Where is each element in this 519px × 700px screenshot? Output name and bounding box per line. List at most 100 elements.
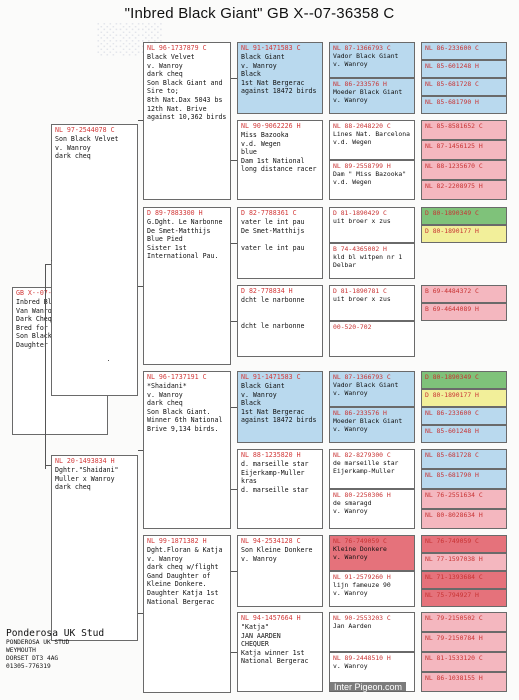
- ring-number: NL 79-2150502 C: [425, 614, 483, 622]
- ring-number: NL 85-601248 H: [425, 62, 479, 70]
- bird-description: Black Velvet v. Wanroy dark cheq Son Bla…: [147, 53, 227, 122]
- ring-number: NL 86-233576 H: [333, 409, 387, 417]
- gen6-bird: NL 71-1393684 C: [421, 571, 507, 589]
- gen6-bird: NL 77-1597038 H: [421, 553, 507, 571]
- ring-number: D 81-1890429 C: [333, 209, 387, 217]
- bird-description: *Shaidani* v. Wanroy dark cheq Son Black…: [147, 382, 223, 433]
- bird-description: Dam " Miss Bazooka" v.d. Wegen: [333, 170, 407, 186]
- bird-description: Son Kleine Donkere v. Wanroy: [241, 546, 313, 563]
- ring-number: NL 91-1471583 C: [241, 44, 301, 52]
- connector-line: [108, 360, 109, 361]
- connector-line: [138, 450, 143, 451]
- ring-number: D 80-1890349 C: [425, 373, 479, 381]
- gen6-bird: NL 88-1235670 C: [421, 160, 507, 180]
- bird-description: de marseille star Eijerkamp-Muller: [333, 459, 399, 475]
- ring-number: NL 85-601248 H: [425, 427, 479, 435]
- ring-number: D 81-1890781 C: [333, 287, 387, 295]
- connector-line: [231, 407, 237, 408]
- ring-number: NL 76-749059 C: [425, 537, 479, 545]
- gen6-bird: NL 86-233600 C: [421, 407, 507, 425]
- gen6-bird: NL 85-8581652 C: [421, 120, 507, 140]
- ring-number: D 89-7883300 H: [147, 209, 203, 217]
- ring-number: NL 86-233600 C: [425, 44, 479, 52]
- grandparent-bird: NL 96-1737191 C*Shaidani* v. Wanroy dark…: [143, 371, 231, 529]
- connector-line: [231, 321, 237, 322]
- bird-description: vater le int pau De Smet-Matthijs vater …: [241, 218, 305, 252]
- gen6-bird: NL 86-1038155 H: [421, 672, 507, 692]
- ring-number: NL 85-681790 H: [425, 471, 479, 479]
- gen6-bird: NL 76-749059 C: [421, 535, 507, 553]
- bird-description: Moeder Black Giant v. Wanroy: [333, 417, 403, 433]
- ring-number: NL 76-2551634 C: [425, 491, 483, 499]
- ring-number: NL 96-1737879 C: [147, 44, 207, 52]
- ring-number: NL 86-233576 H: [333, 80, 387, 88]
- bird-description: Miss Bazooka v.d. Wegen blue Dam 1st Nat…: [241, 131, 317, 174]
- ring-number: NL 86-233600 C: [425, 409, 479, 417]
- connector-line: [231, 160, 237, 161]
- connector-line: [138, 120, 143, 121]
- ring-number: NL 97-2544078 C: [55, 126, 115, 134]
- ring-number: NL 85-681728 C: [425, 451, 479, 459]
- gen5-bird: 00-520-702: [329, 321, 415, 357]
- ring-number: D 82-7788361 C: [241, 209, 297, 217]
- ring-number: NL 76-749059 C: [333, 537, 387, 545]
- ring-number: NL 80-8028634 H: [425, 511, 483, 519]
- address-line: WEYMOUTH: [6, 647, 36, 654]
- watermark: Inter Pigeon.com: [330, 682, 407, 692]
- stud-name: Ponderosa UK Stud: [6, 628, 105, 639]
- great-grandparent-bird: NL 94-1457664 H"Katja" JAN AARDEN CHEQUE…: [237, 612, 323, 692]
- bird-description: uit broer x zus: [333, 295, 391, 303]
- gen6-bird: D 80-1890349 C: [421, 371, 507, 389]
- bird-description: Jan Aarden: [333, 622, 372, 630]
- connector-line: [138, 613, 143, 614]
- connector-line: [231, 243, 237, 244]
- bird-description: "Katja" JAN AARDEN CHEQUER Katja winner …: [241, 623, 309, 666]
- connector-line: [45, 264, 51, 265]
- bird-description: Black Giant v. Wanroy Black 1st Nat Berg…: [241, 53, 317, 96]
- bird-description: uit broer x zus: [333, 217, 391, 225]
- ring-number: NL 88-1235820 H: [241, 451, 301, 459]
- gen6-bird: NL 87-1456125 H: [421, 140, 507, 160]
- ring-number: B 69-4644089 H: [425, 305, 479, 313]
- connector-line: [138, 286, 143, 287]
- gen6-bird: D 80-1890177 H: [421, 389, 507, 407]
- stud-address: Ponderosa UK Stud PONDEROSA UK STUD WEYM…: [6, 628, 104, 671]
- ring-number: NL 89-2448510 H: [333, 654, 391, 662]
- bird-description: G.Dght. Le Narbonne De Smet-Matthijs Blu…: [147, 218, 223, 261]
- ring-number: NL 94-2534128 C: [241, 537, 301, 545]
- phone-number: 01305-776319: [6, 663, 51, 670]
- ring-number: B 74-4365002 H: [333, 245, 387, 253]
- gen6-bird: NL 81-1533120 C: [421, 652, 507, 672]
- connector-line: [45, 465, 51, 466]
- ring-number: D 80-1890177 H: [425, 227, 479, 235]
- address-line: PONDEROSA UK STUD: [6, 639, 70, 646]
- ring-number: NL 94-1457664 H: [241, 614, 301, 622]
- ring-number: NL 85-681790 H: [425, 98, 479, 106]
- ring-number: NL 20-1493834 H: [55, 457, 115, 465]
- ring-number: D 80-1890349 C: [425, 209, 479, 217]
- gen6-bird: NL 85-681790 H: [421, 96, 507, 114]
- bird-description: lijn fameuze 90 v. Wanroy: [333, 581, 391, 597]
- gen6-bird: NL 85-681728 C: [421, 78, 507, 96]
- ring-number: NL 86-1038155 H: [425, 674, 483, 682]
- ring-number: NL 87-1366793 C: [333, 44, 391, 52]
- bird-description: Black Giant v. Wanroy Black 1st Nat Berg…: [241, 382, 317, 425]
- connector-line: [51, 260, 52, 261]
- ring-number: NL 71-1393684 C: [425, 573, 483, 581]
- gen6-bird: D 80-1890177 H: [421, 225, 507, 243]
- bird-description: Dghtr."Shaidani" Muller x Wanroy dark ch…: [55, 466, 119, 492]
- ring-number: NL 88-2048220 C: [333, 122, 391, 130]
- gen6-bird: NL 82-2208975 H: [421, 180, 507, 200]
